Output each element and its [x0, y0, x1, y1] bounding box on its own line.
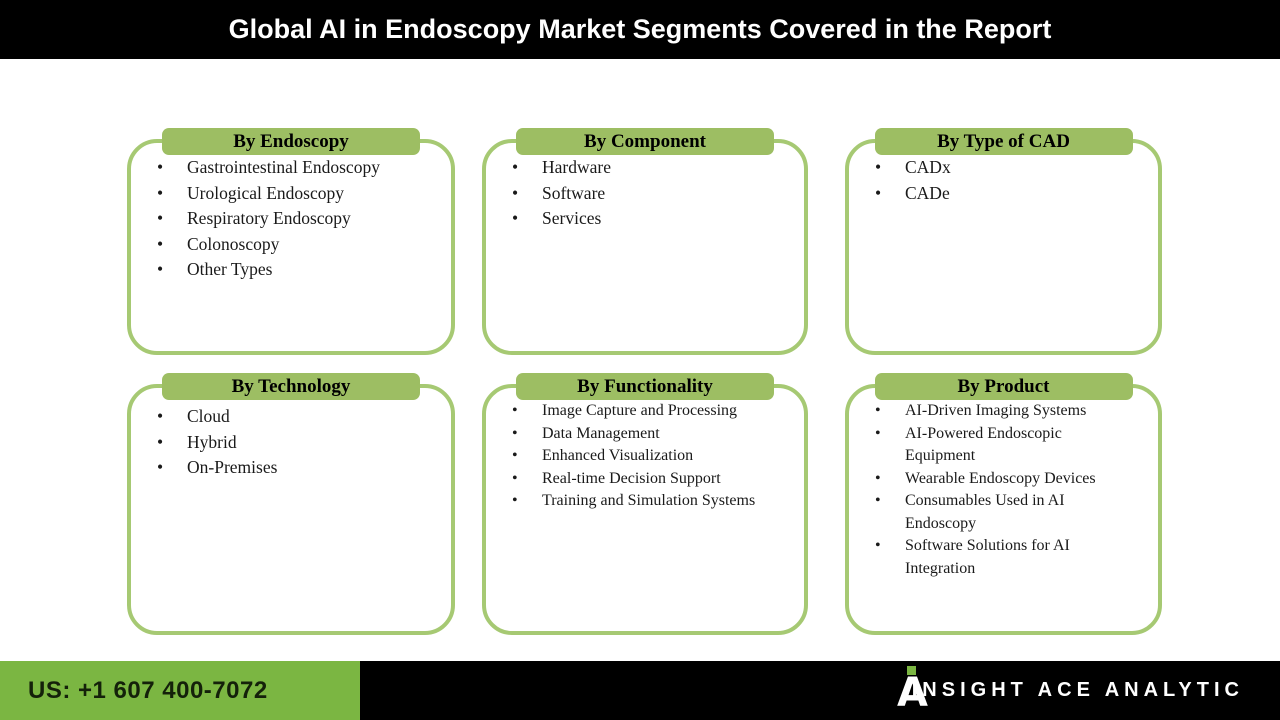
phone-number: US: +1 607 400-7072	[28, 677, 268, 704]
panel-by-type-of-cad: By Type of CAD CADx CADe	[845, 128, 1162, 355]
list-item: Colonoscopy	[131, 232, 441, 258]
list-item: Hybrid	[131, 430, 441, 456]
list-item: Real-time Decision Support	[486, 468, 756, 491]
page-title: Global AI in Endoscopy Market Segments C…	[228, 14, 1052, 44]
panel-heading-by-functionality: By Functionality	[516, 373, 774, 400]
panel-heading-by-type-of-cad: By Type of CAD	[874, 128, 1133, 155]
panel-heading-by-product: By Product	[874, 373, 1133, 400]
panel-list-by-functionality: Image Capture and Processing Data Manage…	[486, 388, 804, 513]
list-item: On-Premises	[131, 455, 441, 481]
list-item: Training and Simulation Systems	[486, 490, 756, 513]
list-item: Wearable Endoscopy Devices	[849, 468, 1116, 491]
footer-bar: US: +1 607 400-7072 A INSIGHT ACE ANALYT…	[0, 661, 1280, 720]
panel-by-endoscopy: By Endoscopy Gastrointestinal Endoscopy …	[127, 128, 455, 355]
list-item: AI-Driven Imaging Systems	[849, 400, 1116, 423]
logo-green-dot-icon	[907, 666, 916, 675]
insight-ace-logo: A	[897, 663, 945, 719]
list-item: Gastrointestinal Endoscopy	[131, 155, 441, 181]
panel-by-component: By Component Hardware Software Services	[482, 128, 808, 355]
header-bar: Global AI in Endoscopy Market Segments C…	[0, 0, 1280, 59]
list-item: Respiratory Endoscopy	[131, 206, 441, 232]
panel-by-technology: By Technology Cloud Hybrid On-Premises	[127, 373, 455, 635]
list-item: Software Solutions for AI Integration	[849, 535, 1116, 580]
list-item: Cloud	[131, 404, 441, 430]
list-item: Services	[486, 206, 794, 232]
list-item: CADe	[849, 181, 1148, 207]
panel-heading-by-component: By Component	[516, 128, 774, 155]
list-item: Data Management	[486, 423, 756, 446]
list-item: Hardware	[486, 155, 794, 181]
list-item: Consumables Used in AI Endoscopy	[849, 490, 1116, 535]
list-item: Software	[486, 181, 794, 207]
logo-letter: A	[897, 670, 928, 716]
list-item: CADx	[849, 155, 1148, 181]
list-item: Urological Endoscopy	[131, 181, 441, 207]
brand-name: INSIGHT ACE ANALYTIC	[911, 679, 1244, 701]
panel-list-by-component: Hardware Software Services	[486, 143, 804, 232]
list-item: Enhanced Visualization	[486, 445, 756, 468]
panel-list-by-endoscopy: Gastrointestinal Endoscopy Urological En…	[131, 143, 451, 283]
panel-heading-by-endoscopy: By Endoscopy	[162, 128, 420, 155]
panel-list-by-type-of-cad: CADx CADe	[849, 143, 1158, 206]
panel-heading-by-technology: By Technology	[162, 373, 420, 400]
list-item: AI-Powered Endoscopic Equipment	[849, 423, 1116, 468]
phone-box: US: +1 607 400-7072	[0, 661, 360, 720]
panel-list-by-product: AI-Driven Imaging Systems AI-Powered End…	[849, 388, 1158, 580]
list-item: Image Capture and Processing	[486, 400, 756, 423]
panel-by-product: By Product AI-Driven Imaging Systems AI-…	[845, 373, 1162, 635]
panel-list-by-technology: Cloud Hybrid On-Premises	[131, 388, 451, 481]
list-item: Other Types	[131, 257, 441, 283]
panel-by-functionality: By Functionality Image Capture and Proce…	[482, 373, 808, 635]
